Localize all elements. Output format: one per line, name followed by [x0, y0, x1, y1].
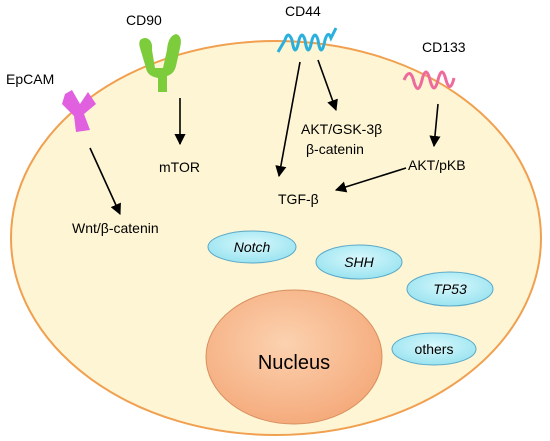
cd90-label: CD90	[126, 12, 162, 28]
cd90-receptor-icon	[139, 34, 181, 92]
tp53-oval	[406, 271, 494, 307]
nucleus-shape	[205, 289, 383, 425]
others-oval	[391, 332, 477, 366]
cd44-receptor-icon	[276, 27, 338, 53]
shh-label: SHH	[344, 254, 374, 270]
tp53-label: TP53	[433, 281, 467, 297]
cd44-label: CD44	[285, 3, 321, 19]
arrow-akt-pkb-tgf	[334, 167, 407, 193]
arrow-cd44-akt-gsk	[317, 59, 338, 112]
epcam-receptor-icon	[62, 90, 96, 132]
cd133-receptor-icon	[402, 70, 456, 90]
arrow-cd133-akt-pkb	[429, 103, 441, 148]
akt-gsk3b-label: AKT/GSK-3β	[301, 121, 382, 137]
akt-pkb-label: AKT/pKB	[408, 157, 466, 173]
others-label: others	[415, 341, 454, 357]
wnt-beta-catenin-label: Wnt/β-catenin	[72, 220, 159, 236]
shh-oval	[315, 244, 403, 280]
cd133-label: CD133	[422, 39, 466, 55]
arrow-epcam-wnt	[89, 147, 121, 216]
epcam-label: EpCAM	[6, 71, 54, 87]
notch-label: Notch	[234, 239, 271, 255]
beta-catenin-label: β-catenin	[306, 141, 364, 157]
mtor-label: mTOR	[159, 159, 200, 175]
notch-oval	[207, 230, 297, 264]
tgf-beta-label: TGF-β	[278, 191, 319, 207]
arrow-cd44-tgf	[275, 61, 301, 178]
nucleus-label: Nucleus	[258, 352, 330, 374]
